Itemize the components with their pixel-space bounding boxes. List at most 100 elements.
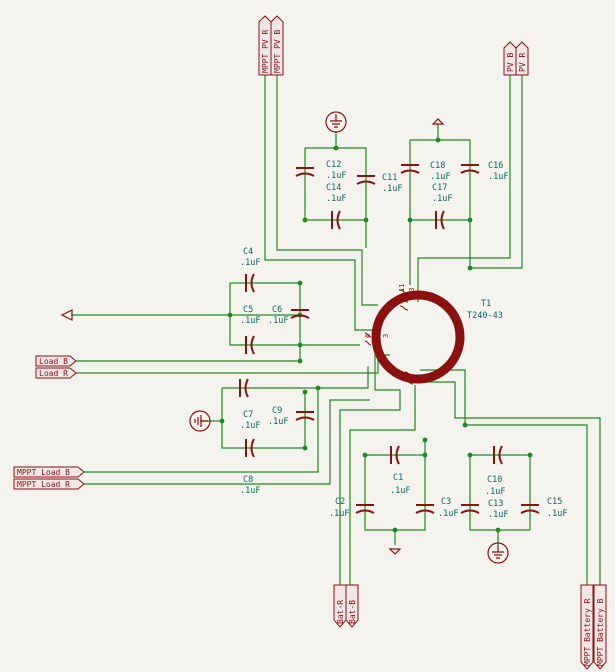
capacitor-value: .1uF bbox=[432, 194, 452, 204]
capacitor-ref: C12 bbox=[326, 160, 341, 170]
capacitor-c5[interactable]: C5 .1uF bbox=[240, 305, 260, 355]
pin-label-top-3: 13 bbox=[408, 288, 416, 296]
capacitor-ref: C7 bbox=[243, 410, 253, 420]
capacitor-value: .1uF bbox=[488, 172, 508, 182]
capacitor-value: .1uF bbox=[390, 486, 410, 496]
toroid-core bbox=[371, 290, 465, 384]
port-bat-b[interactable]: Bat-B bbox=[345, 584, 359, 628]
capacitor-c9[interactable]: C9 .1uF bbox=[268, 406, 315, 427]
capacitor-c10[interactable]: C10 .1uF bbox=[485, 445, 505, 497]
port-pv-r[interactable]: PV R bbox=[515, 41, 529, 76]
capacitor-c18[interactable]: C18 .1uF bbox=[400, 161, 450, 182]
pin-label-bottom-2: 9 bbox=[408, 376, 416, 380]
capacitor-value: .1uF bbox=[438, 509, 458, 519]
port-label: Load R bbox=[39, 369, 68, 378]
capacitor-value: .1uF bbox=[240, 486, 260, 496]
port-label: MPPT Load B bbox=[17, 468, 70, 477]
capacitor-ref: C10 bbox=[487, 475, 502, 485]
capacitor-value: .1uF bbox=[240, 421, 260, 431]
earth-ground-icon bbox=[325, 111, 347, 133]
capacitor-c17[interactable]: C17 .1uF bbox=[432, 183, 452, 230]
capacitor-c12[interactable]: C12 .1uF bbox=[295, 160, 346, 181]
capacitor-value: .1uF bbox=[430, 172, 450, 182]
capacitor-value: .1uF bbox=[326, 171, 346, 181]
ground-arrow-icon bbox=[60, 309, 73, 321]
capacitors: C12 .1uF C11 .1uF C14 .1uF C18 .1uF C16 … bbox=[239, 160, 567, 520]
capacitor-c6[interactable]: C6 .1uF bbox=[268, 305, 310, 326]
capacitor-value: .1uF bbox=[240, 258, 260, 268]
capacitor-ref: C17 bbox=[432, 183, 447, 193]
port-mppt-load-b[interactable]: MPPT Load B bbox=[13, 466, 85, 478]
junctions bbox=[219, 137, 533, 533]
capacitor-c1[interactable]: C1 .1uF bbox=[390, 445, 410, 496]
capacitor-ref: C4 bbox=[243, 247, 253, 257]
capacitor-value: .1uF bbox=[547, 509, 567, 519]
capacitor-c4[interactable]: C4 .1uF bbox=[240, 247, 260, 293]
port-labels: MPPT PV R MPPT PV B PV B PV R Load B Loa… bbox=[13, 15, 607, 670]
port-label: MPPT PV R bbox=[261, 29, 270, 73]
transformer-value: T240-43 bbox=[467, 311, 503, 321]
pin-label-bottom-1: 5 bbox=[401, 372, 409, 376]
capacitor-ref: C6 bbox=[272, 305, 282, 315]
capacitor-value: .1uF bbox=[268, 417, 288, 427]
capacitor-c11[interactable]: C11 .1uF bbox=[356, 173, 402, 194]
port-label: Bat-R bbox=[336, 600, 345, 624]
capacitor-value: .1uF bbox=[268, 316, 288, 326]
capacitor-ref: C1 bbox=[393, 473, 403, 483]
transformer-t1[interactable]: 11 10 13 6 2 3 5 9 8 T1 T240-43 bbox=[364, 284, 503, 385]
port-label: MPPT PV B bbox=[273, 29, 282, 73]
ground-symbols bbox=[60, 111, 509, 564]
capacitor-ref: C11 bbox=[382, 173, 397, 183]
port-label: Load B bbox=[39, 357, 68, 366]
port-label: MPPT Battery R bbox=[583, 598, 592, 666]
port-label: PV B bbox=[506, 53, 515, 72]
capacitor-value: .1uF bbox=[485, 487, 505, 497]
transformer-ref: T1 bbox=[481, 299, 491, 309]
port-pv-b[interactable]: PV B bbox=[503, 41, 517, 76]
port-bat-r[interactable]: Bat-R bbox=[333, 584, 347, 628]
capacitor-c8[interactable]: C8 .1uF bbox=[240, 438, 260, 496]
capacitor-ref: C9 bbox=[272, 406, 282, 416]
capacitor-c14[interactable]: C14 .1uF bbox=[326, 183, 346, 230]
capacitor-c13[interactable]: C13 .1uF bbox=[460, 499, 508, 520]
capacitor-ref: C3 bbox=[441, 497, 451, 507]
capacitor-c7[interactable]: C7 .1uF bbox=[239, 378, 260, 431]
capacitor-value: .1uF bbox=[382, 184, 402, 194]
capacitor-value: .1uF bbox=[329, 509, 349, 519]
capacitor-ref: C16 bbox=[488, 161, 503, 171]
pin-label-top-1: 11 bbox=[398, 284, 406, 292]
earth-ground-icon bbox=[189, 410, 211, 432]
capacitor-ref: C15 bbox=[547, 497, 562, 507]
capacitor-c15[interactable]: C15 .1uF bbox=[520, 497, 567, 519]
capacitor-ref: C14 bbox=[326, 183, 341, 193]
capacitor-c16[interactable]: C16 .1uF bbox=[460, 161, 508, 182]
port-load-r[interactable]: Load R bbox=[35, 367, 77, 379]
port-mppt-load-r[interactable]: MPPT Load R bbox=[13, 478, 85, 490]
port-mppt-battery-r[interactable]: MPPT Battery R bbox=[580, 584, 594, 670]
earth-ground-icon bbox=[487, 542, 509, 564]
capacitor-value: .1uF bbox=[488, 510, 508, 520]
pin-label-left-1: 6 bbox=[364, 334, 372, 338]
capacitor-value: .1uF bbox=[240, 316, 260, 326]
port-label: MPPT Load R bbox=[17, 480, 70, 489]
capacitor-ref: C2 bbox=[335, 497, 345, 507]
capacitor-value: .1uF bbox=[326, 194, 346, 204]
port-label: Bat-B bbox=[348, 600, 357, 624]
capacitor-ref: C13 bbox=[488, 499, 503, 509]
capacitor-ref: C18 bbox=[430, 161, 445, 171]
capacitor-c3[interactable]: C3 .1uF bbox=[415, 497, 458, 519]
pin-label-left-2: 2 bbox=[374, 330, 382, 334]
pin-label-bottom-3: 8 bbox=[415, 380, 423, 384]
capacitor-ref: C8 bbox=[243, 475, 253, 485]
port-mppt-pv-b[interactable]: MPPT PV B bbox=[270, 15, 284, 76]
port-load-b[interactable]: Load B bbox=[35, 355, 77, 367]
capacitor-c2[interactable]: C2 .1uF bbox=[329, 497, 375, 519]
pin-label-left-3: 3 bbox=[382, 334, 390, 338]
pin-label-top-2: 10 bbox=[398, 294, 406, 302]
port-mppt-battery-b[interactable]: MPPT Battery B bbox=[593, 584, 607, 670]
port-label: PV R bbox=[518, 53, 527, 72]
port-mppt-pv-r[interactable]: MPPT PV R bbox=[258, 15, 272, 76]
port-label: MPPT Battery B bbox=[596, 598, 605, 666]
ground-icon bbox=[388, 548, 402, 555]
